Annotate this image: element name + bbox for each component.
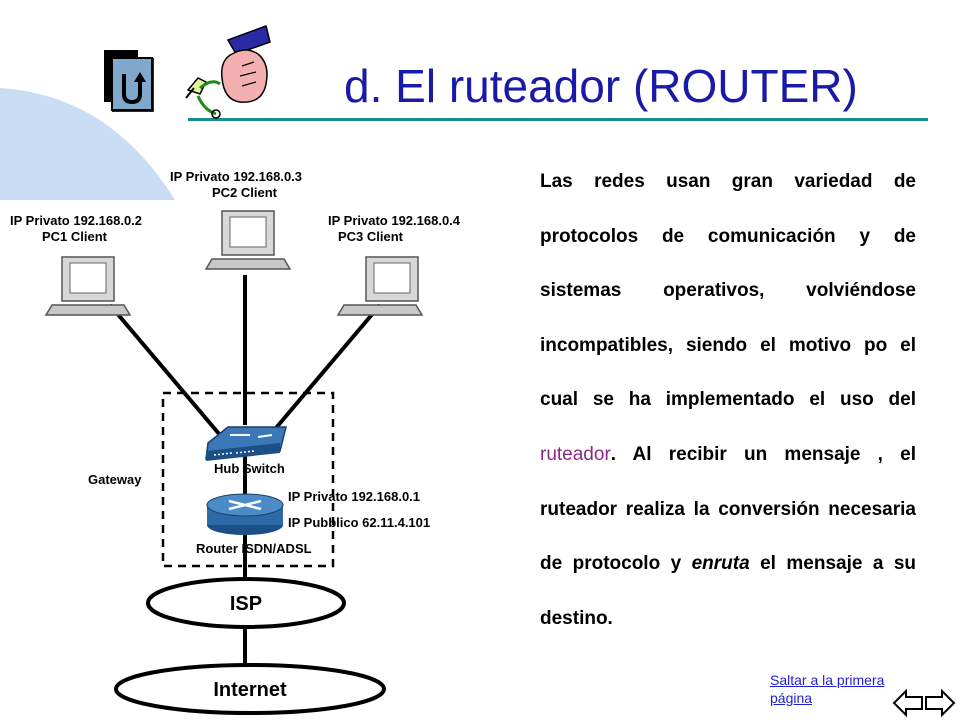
hand-holding-plug-icon: [185, 25, 271, 119]
pc3-name-label: PC3 Client: [338, 229, 404, 244]
page-title: d. El ruteador (ROUTER): [344, 60, 858, 112]
pc3-computer: [336, 256, 424, 316]
internet-ellipse: [114, 663, 386, 715]
pc2-name-label: PC2 Client: [212, 185, 278, 200]
pc2-computer: [204, 210, 292, 270]
return-arrow-icon: [104, 50, 154, 112]
router-ip-private-label: IP Privato 192.168.0.1: [288, 489, 420, 504]
router-label: Router ISDN/ADSL: [196, 541, 312, 556]
hub-switch-device: [205, 426, 287, 461]
pc3-ip-label: IP Privato 192.168.0.4: [328, 213, 461, 228]
pc1-ip-label: IP Privato 192.168.0.2: [10, 213, 142, 228]
pc2-ip-label: IP Privato 192.168.0.3: [170, 169, 302, 184]
background-arc-shape: [0, 88, 175, 200]
navigation-arrows: [892, 688, 956, 718]
background-arc: [0, 88, 175, 200]
ruteador-link-word: ruteador: [540, 443, 611, 465]
hub-switch-label: Hub Switch: [214, 461, 285, 476]
router-device: [206, 493, 284, 535]
internet-label: Internet: [213, 679, 287, 701]
pc1-computer: [44, 256, 132, 316]
body-paragraph: Las redes usan gran variedad de protocol…: [540, 155, 916, 646]
isp-label: ISP: [230, 593, 262, 615]
body-text-part-1: Las redes usan gran variedad de protocol…: [540, 171, 916, 411]
title-rule: [188, 118, 928, 121]
isp-ellipse: [146, 577, 346, 629]
link-pc1-hub: [108, 303, 222, 437]
left-arrow-icon[interactable]: [892, 688, 923, 718]
network-diagram: Gateway IP Privato 192.168.0.3 PC2 Clien…: [10, 169, 461, 715]
right-arrow-icon[interactable]: [925, 688, 956, 718]
body-text-part-2: . Al recibir un mensaje , el ruteador re…: [540, 443, 916, 575]
enruta-emphasis: enruta: [691, 553, 750, 575]
gateway-label: Gateway: [88, 472, 142, 487]
back-button[interactable]: [100, 44, 160, 120]
body-text-part-3: el mensaje a su destino.: [540, 553, 916, 629]
pc1-name-label: PC1 Client: [42, 229, 108, 244]
gateway-box: [161, 391, 335, 568]
jump-to-first-page-link[interactable]: Saltar a la primera página: [770, 672, 885, 706]
router-ip-public-label: IP Pubblico 62.11.4.101: [288, 515, 430, 530]
link-pc3-hub: [268, 303, 382, 437]
